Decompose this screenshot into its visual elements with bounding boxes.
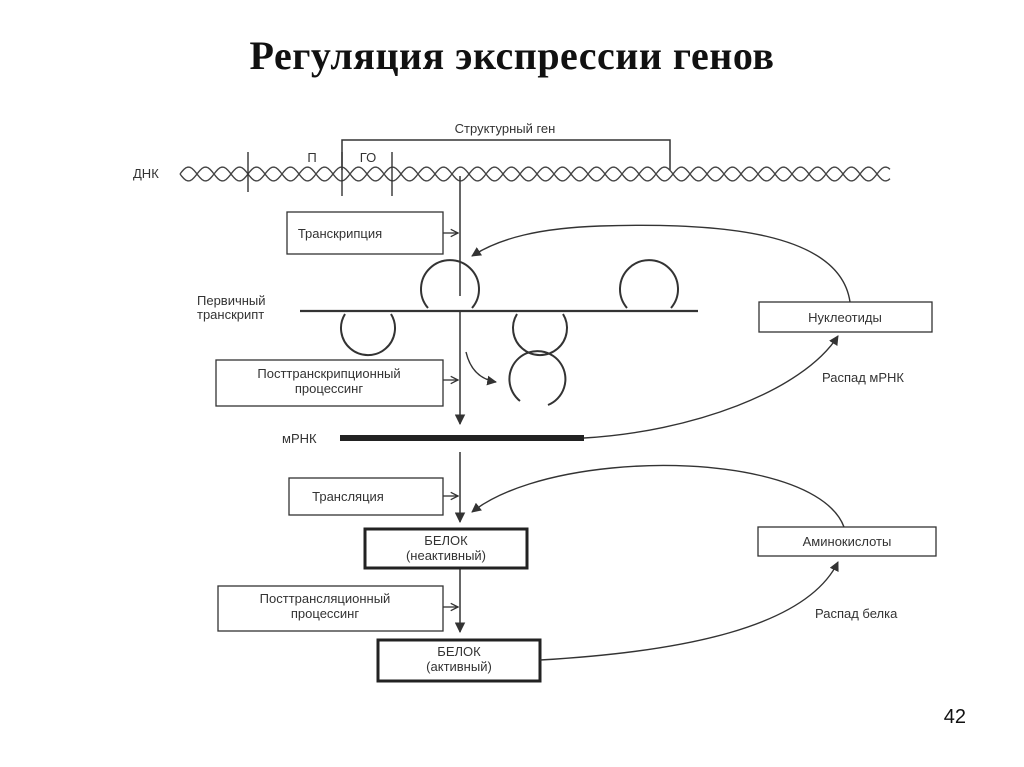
protein-decay-arrow bbox=[539, 561, 839, 661]
nucleotides-label: Нуклеотиды bbox=[808, 310, 882, 325]
protein-active-label-line2: (активный) bbox=[426, 659, 492, 674]
mrna: мРНК bbox=[282, 431, 584, 446]
protein-active-label-line1: БЕЛОК bbox=[437, 644, 481, 659]
page-number: 42 bbox=[943, 706, 966, 728]
protein-active-box: БЕЛОК (активный) bbox=[376, 638, 542, 683]
primary-transcript: Первичный транскрипт bbox=[197, 259, 698, 406]
mrna-label: мРНК bbox=[282, 431, 317, 446]
intron-loop-1 bbox=[420, 259, 480, 309]
mrna-decay-arrow bbox=[583, 335, 839, 439]
primary-transcript-label-line1: Первичный bbox=[197, 293, 266, 308]
protein-decay-label: Распад белка bbox=[815, 606, 898, 621]
mrna-decay-label: Распад мРНК bbox=[822, 370, 904, 385]
main-flow bbox=[454, 176, 497, 634]
protein-inactive-label-line1: БЕЛОК bbox=[424, 533, 468, 548]
post-transcriptional-box: Посттранскрипционный процессинг bbox=[215, 359, 458, 407]
translation-label: Трансляция bbox=[312, 489, 384, 504]
structural-gene-label: Структурный ген bbox=[455, 121, 556, 136]
post-transcriptional-label-line2: процессинг bbox=[295, 381, 363, 396]
promoter-label: П bbox=[307, 150, 316, 165]
protein-inactive-label-line2: (неактивный) bbox=[406, 548, 486, 563]
go-label: ГО bbox=[360, 150, 376, 165]
excised-intron bbox=[508, 350, 567, 406]
post-transcriptional-label-line1: Посттранскрипционный bbox=[257, 366, 400, 381]
post-translational-label-line1: Посттрансляционный bbox=[260, 591, 391, 606]
intron-loop-4 bbox=[512, 313, 568, 357]
nucleotides-box: Нуклеотиды bbox=[758, 301, 933, 333]
transcription-label: Транскрипция bbox=[298, 226, 382, 241]
dna-helix: ДНК П ГО bbox=[133, 150, 891, 196]
nucleotides-to-transcription-arrow bbox=[471, 224, 851, 303]
amino-acids-to-translation-arrow bbox=[471, 464, 845, 528]
transcription-box: Транскрипция bbox=[286, 211, 458, 255]
intron-loop-3 bbox=[340, 313, 396, 357]
recycle-arrows: Распад мРНК Распад белка bbox=[471, 224, 904, 661]
amino-acids-label: Аминокислоты bbox=[803, 534, 892, 549]
post-translational-box: Посттрансляционный процессинг bbox=[217, 585, 458, 632]
slide-title: Регуляция экспрессии генов bbox=[249, 33, 775, 78]
dna-strand-a bbox=[179, 166, 891, 182]
dna-label: ДНК bbox=[133, 166, 159, 181]
primary-transcript-label-line2: транскрипт bbox=[197, 307, 264, 322]
intron-loop-2 bbox=[619, 259, 679, 309]
dna-strand-b bbox=[179, 166, 891, 182]
translation-box: Трансляция bbox=[288, 477, 458, 516]
structural-gene-bracket: Структурный ген bbox=[341, 121, 671, 170]
protein-inactive-box: БЕЛОК (неактивный) bbox=[363, 527, 529, 570]
amino-acids-box: Аминокислоты bbox=[757, 526, 937, 557]
post-translational-label-line2: процессинг bbox=[291, 606, 359, 621]
